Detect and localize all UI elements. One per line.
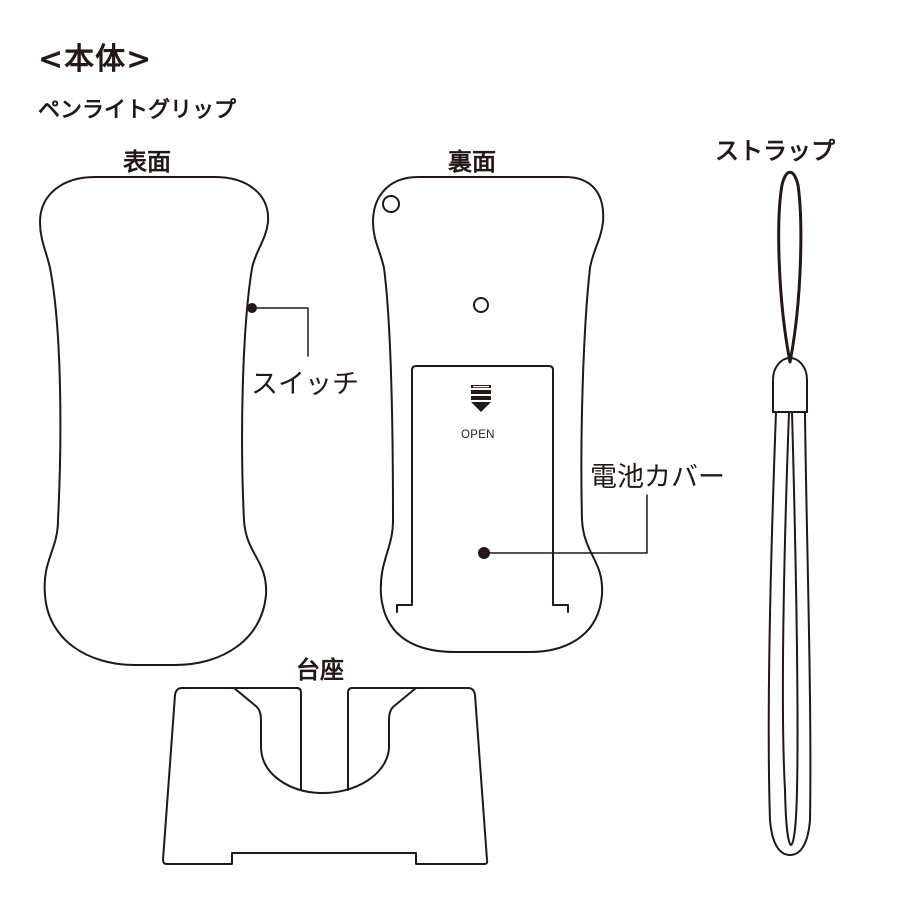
- page-title: <本体>: [38, 42, 153, 77]
- front-grip-outline: [39, 176, 270, 666]
- strap-label: ストラップ: [715, 137, 835, 165]
- switch-leader-line: [256, 307, 309, 357]
- front-view-label: 表面: [123, 148, 171, 176]
- strap-clip: [772, 357, 808, 413]
- battery-cover-outline: [396, 365, 569, 613]
- battery-cover-callout: 電池カバー: [590, 462, 725, 493]
- section-heading: ペンライトグリップ: [38, 98, 237, 123]
- battery-cover-leader-line: [489, 494, 648, 554]
- back-grip-outline: [372, 176, 605, 653]
- battery-cover-dot: [478, 547, 490, 559]
- strap-hole: [382, 195, 400, 213]
- switch-dot: [247, 303, 257, 313]
- back-view-label: 裏面: [448, 148, 496, 176]
- open-arrow-icon: [471, 385, 491, 412]
- strap-loop: [777, 170, 803, 364]
- stand-label: 台座: [296, 656, 344, 684]
- switch-callout: スイッチ: [251, 369, 359, 400]
- open-marking: OPEN: [461, 429, 495, 441]
- stand-outline: [162, 687, 489, 865]
- strap-cord: [767, 411, 812, 856]
- stand-cradle: [233, 687, 417, 795]
- center-hole: [473, 297, 489, 313]
